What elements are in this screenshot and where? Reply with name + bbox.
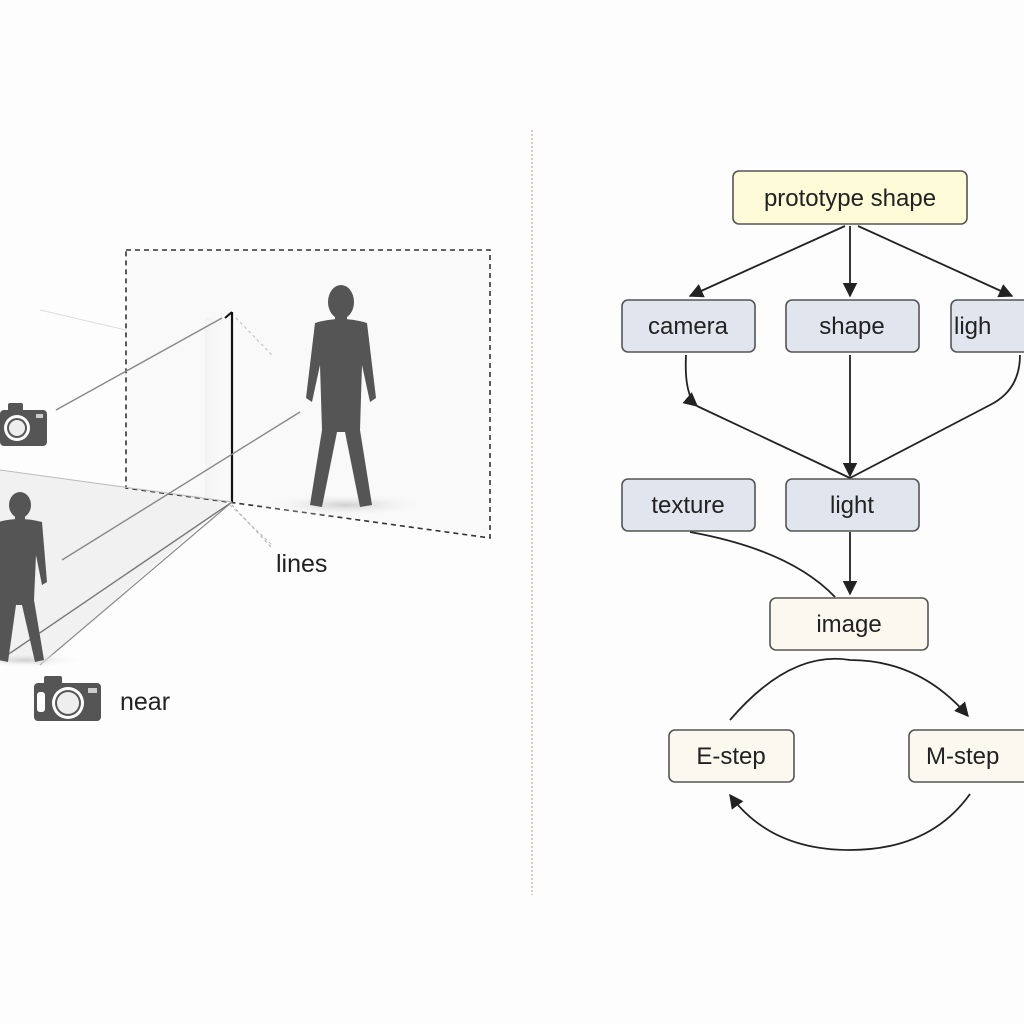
person-silhouette-icon (0, 492, 47, 662)
node-label: texture (651, 492, 724, 519)
edge-estep-mstep (729, 657, 969, 721)
node-light: light (785, 478, 920, 532)
projection-line (235, 317, 273, 356)
edge-mstep-estep (729, 793, 971, 851)
projection-line (55, 317, 223, 411)
wall-top-edge (224, 311, 233, 319)
figure-shadow (255, 493, 435, 517)
node-label: image (816, 611, 881, 638)
node-light-top: ligh (950, 299, 1024, 353)
frustum-line (39, 501, 233, 666)
projection-line (61, 411, 301, 561)
person-silhouette-icon (306, 285, 376, 507)
camera-icon (0, 403, 47, 446)
node-e-step: E-step (668, 729, 795, 783)
projection-line (39, 309, 127, 331)
edge-prototype-light (857, 225, 1014, 298)
node-label: ligh (954, 313, 991, 340)
edge-camera-loop (682, 354, 699, 407)
flowchart: prototype shape camera shape ligh textur… (621, 170, 1024, 851)
lines-leader (231, 504, 273, 549)
frustum-shading (0, 470, 230, 665)
camera-icon (34, 676, 101, 721)
node-shape: shape (785, 299, 920, 353)
projection-line (229, 504, 273, 546)
node-label: camera (648, 313, 729, 340)
edge-prototype-camera (688, 225, 846, 298)
node-label: E-step (696, 743, 765, 770)
node-m-step: M-step (908, 729, 1024, 783)
node-image: image (769, 597, 929, 651)
node-prototype-shape: prototype shape (732, 170, 968, 225)
node-label: prototype shape (764, 185, 936, 212)
node-camera: camera (621, 299, 756, 353)
scene-illustration: lines near (0, 249, 491, 721)
node-label: light (830, 492, 874, 519)
node-texture: texture (621, 478, 756, 532)
node-label: shape (819, 313, 884, 340)
edge-converge-left (696, 405, 851, 479)
near-label: near (120, 688, 170, 716)
edge-texture-image (689, 531, 836, 598)
edge-light-loop (849, 354, 1021, 479)
node-label: M-step (926, 743, 999, 770)
lines-label: lines (276, 550, 327, 578)
frustum-line (0, 469, 233, 503)
